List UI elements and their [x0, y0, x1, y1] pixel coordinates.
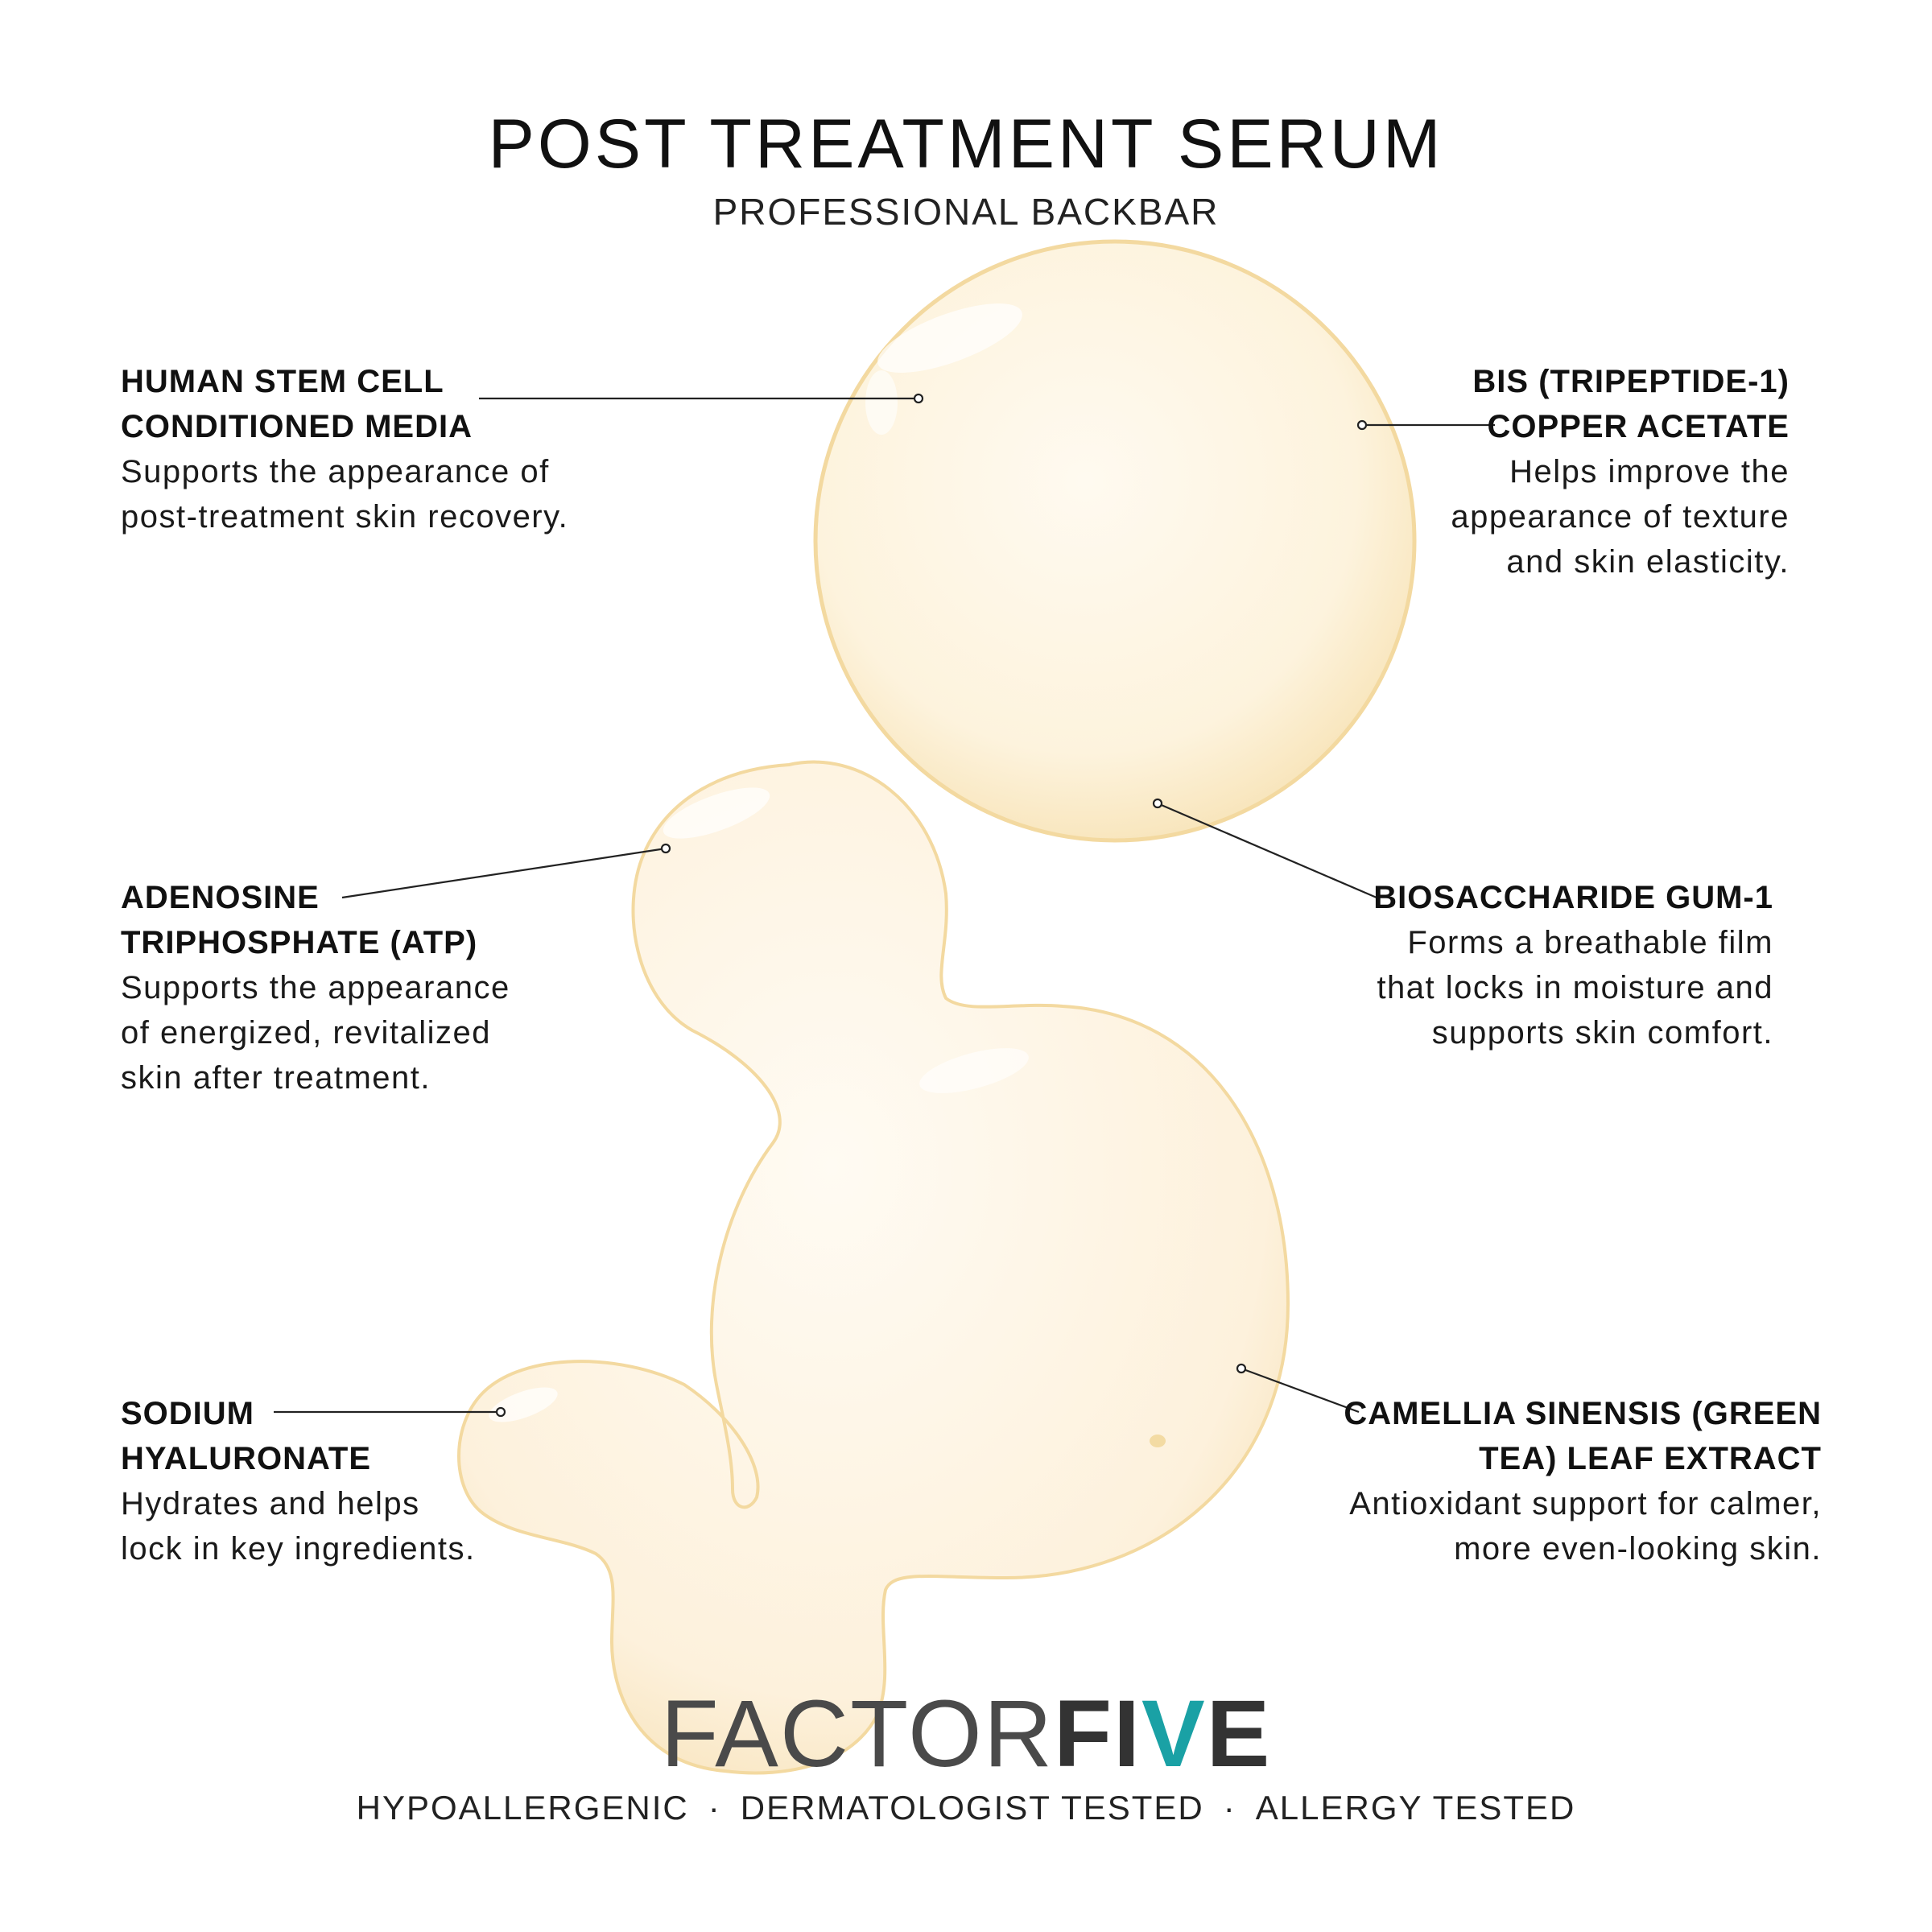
callout-biosaccharide: BIOSACCHARIDE GUM-1 Forms a breathable f… — [1274, 875, 1773, 1055]
callout-description: Helps improve the appearance of texture … — [1451, 454, 1790, 580]
serum-drop-top — [813, 239, 1417, 843]
brand-logo-factor: FACTOR — [660, 1681, 1055, 1787]
page-title: POST TREATMENT SERUM — [488, 105, 1444, 183]
serum-drop-bottom — [457, 760, 1290, 1775]
page-subtitle: PROFESSIONAL BACKBAR — [712, 191, 1220, 233]
callout-copper-acetate: BIS (TRIPEPTIDE-1) COPPER ACETATE Helps … — [1290, 359, 1790, 584]
callout-green-tea: CAMELLIA SINENSIS (GREEN TEA) LEAF EXTRA… — [1242, 1391, 1822, 1571]
claim-separator: · — [708, 1789, 721, 1827]
brand-logo-five-i: I — [1113, 1681, 1141, 1787]
callout-description: Hydrates and helps lock in key ingredien… — [121, 1486, 476, 1567]
serum-highlight — [489, 1387, 558, 1422]
callout-human-stem-cell: HUMAN STEM CELL CONDITIONED MEDIA Suppor… — [121, 359, 620, 539]
callout-name: CAMELLIA SINENSIS (GREEN TEA) LEAF EXTRA… — [1344, 1396, 1822, 1476]
serum-speck — [1150, 1435, 1166, 1447]
callout-description: Antioxidant support for calmer, more eve… — [1349, 1486, 1822, 1567]
brand-logo-five-f: F — [1054, 1681, 1114, 1787]
brand-logo-five-e: E — [1206, 1681, 1272, 1787]
brand-logo-five-v: V — [1141, 1681, 1207, 1787]
leader-dot — [660, 843, 671, 854]
callout-name: BIS (TRIPEPTIDE-1) COPPER ACETATE — [1472, 364, 1790, 444]
callout-name: HUMAN STEM CELL CONDITIONED MEDIA — [121, 364, 473, 444]
leader-dot — [495, 1406, 506, 1418]
callout-atp: ADENOSINE TRIPHOSPHATE (ATP) Supports th… — [121, 875, 620, 1100]
serum-highlight — [663, 787, 770, 839]
callout-description: Supports the appearance of energized, re… — [121, 970, 510, 1096]
serum-highlight — [865, 370, 898, 435]
serum-highlight — [877, 303, 1022, 374]
callout-name: BIOSACCHARIDE GUM-1 — [1373, 880, 1773, 915]
callout-name: ADENOSINE TRIPHOSPHATE (ATP) — [121, 880, 478, 960]
claim-separator: · — [1223, 1789, 1236, 1827]
callout-description: Supports the appearance of post-treatmen… — [121, 454, 569, 535]
callout-description: Forms a breathable film that locks in mo… — [1377, 925, 1773, 1051]
claim-hypoallergenic: HYPOALLERGENIC — [356, 1789, 689, 1827]
serum-highlight — [919, 1048, 1029, 1093]
leader-line — [1241, 1367, 1360, 1414]
claim-dermatologist-tested: DERMATOLOGIST TESTED — [740, 1789, 1204, 1827]
brand-logo: FACTORFIVE — [0, 1686, 1932, 1781]
leader-dot — [1356, 419, 1368, 431]
leader-dot — [1152, 798, 1163, 809]
leader-dot — [1236, 1363, 1247, 1374]
callout-sodium-hyaluronate: SODIUM HYALURONATE Hydrates and helps lo… — [121, 1391, 620, 1571]
leader-line — [1157, 802, 1377, 899]
footer-claims: HYPOALLERGENIC · DERMATOLOGIST TESTED · ALLE… — [0, 1789, 1932, 1827]
claim-allergy-tested: ALLERGY TESTED — [1255, 1789, 1576, 1827]
callout-name: SODIUM HYALURONATE — [121, 1396, 372, 1476]
leader-line — [341, 847, 667, 899]
leader-dot — [913, 393, 924, 404]
